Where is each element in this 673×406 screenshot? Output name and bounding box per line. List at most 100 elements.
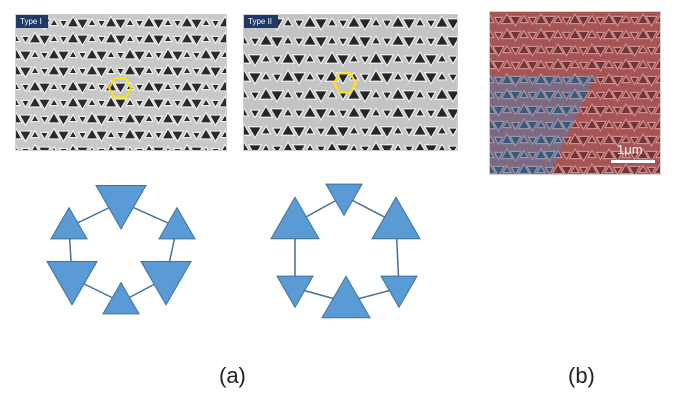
lattice-hole — [637, 104, 649, 114]
lattice-hole — [191, 51, 202, 61]
lattice-hole — [335, 144, 351, 150]
lattice-hole — [94, 114, 109, 127]
lattice-hole — [189, 98, 204, 111]
lattice-hole — [315, 145, 327, 150]
lattice-hole — [534, 147, 548, 160]
lattice-hole — [644, 75, 659, 88]
lattice-hole — [508, 135, 523, 148]
lattice-hole — [535, 44, 547, 54]
lattice-hole — [627, 165, 642, 174]
lattice-hole — [58, 35, 69, 45]
lattice-hole — [244, 106, 250, 117]
lattice-hole — [357, 18, 373, 32]
lattice-hole — [627, 45, 642, 58]
lattice-hole — [445, 36, 457, 50]
lattice-hole — [200, 33, 212, 43]
lattice-hole — [644, 15, 659, 28]
lattice-hole — [569, 119, 581, 129]
lattice-hole — [500, 132, 514, 145]
lattice-hole — [629, 91, 640, 101]
lattice-hole — [113, 146, 128, 150]
lattice-hole — [568, 27, 582, 40]
lattice-hole — [247, 72, 263, 86]
lattice-hole — [637, 164, 649, 174]
lattice-hole — [291, 72, 307, 86]
lattice-hole — [269, 108, 285, 122]
lattice-hole — [527, 91, 538, 101]
lattice-hole — [603, 119, 615, 129]
lattice-hole — [124, 33, 136, 43]
lattice-hole — [20, 83, 31, 93]
lattice-hole — [653, 42, 660, 55]
lattice-hole — [56, 130, 71, 143]
lattice-hole — [493, 91, 504, 101]
lattice-hole — [115, 67, 126, 77]
type-ii-triangle — [321, 275, 371, 319]
lattice-hole — [392, 124, 404, 135]
lattice-hole — [370, 88, 382, 99]
lattice-hole — [629, 151, 640, 161]
lattice-hole — [244, 68, 252, 82]
lattice-hole — [29, 113, 41, 123]
lattice-hole — [337, 19, 349, 30]
type-i-lattice — [16, 15, 226, 150]
lattice-hole — [501, 59, 513, 69]
lattice-hole — [551, 57, 565, 70]
lattice-hole — [151, 82, 166, 95]
lattice-hole — [542, 90, 557, 103]
lattice-hole — [39, 67, 50, 77]
lattice-hole — [525, 105, 540, 118]
lattice-hole — [390, 86, 406, 100]
lattice-hole — [141, 79, 157, 92]
lattice-hole — [291, 126, 307, 140]
lattice-hole — [27, 79, 43, 92]
lattice-hole — [585, 102, 599, 115]
lattice-hole — [576, 15, 591, 28]
lattice-hole — [576, 150, 591, 163]
lattice-hole — [170, 50, 185, 63]
lattice-hole — [18, 66, 33, 79]
lattice-hole — [357, 36, 373, 50]
lattice-hole — [561, 31, 572, 41]
lattice-hole — [269, 36, 285, 50]
lattice-hole — [644, 90, 659, 103]
lattice-hole — [585, 162, 599, 174]
lattice-hole — [508, 150, 523, 163]
lattice-hole — [103, 95, 119, 108]
lattice-hole — [75, 146, 90, 150]
lattice-hole — [447, 145, 457, 150]
lattice-hole — [542, 30, 557, 43]
lattice-hole — [141, 31, 157, 44]
lattice-hole — [65, 79, 81, 92]
lattice-hole — [122, 111, 138, 124]
lattice-hole — [569, 104, 581, 114]
lattice-hole — [20, 35, 31, 45]
lattice-hole — [527, 31, 538, 41]
lattice-hole — [172, 99, 183, 109]
lattice-hole — [559, 120, 574, 133]
lattice-hole — [490, 102, 497, 115]
lattice-hole — [447, 55, 457, 66]
lattice-hole — [517, 57, 531, 70]
lattice-hole — [602, 12, 616, 25]
lattice-hole — [181, 129, 193, 139]
lattice-hole — [258, 32, 274, 46]
lattice-hole — [381, 91, 393, 102]
lattice-hole — [96, 147, 107, 150]
lattice-hole — [595, 136, 606, 146]
lattice-hole — [534, 87, 548, 100]
lattice-hole — [629, 31, 640, 41]
lattice-hole — [271, 127, 283, 138]
lattice-hole — [359, 145, 371, 150]
lattice-hole — [291, 54, 307, 68]
lattice-hole — [244, 34, 250, 45]
lattice-hole — [357, 108, 373, 122]
lattice-hole — [629, 76, 640, 86]
lattice-hole — [20, 147, 31, 150]
lattice-hole — [585, 117, 599, 130]
lattice-hole — [534, 12, 548, 25]
lattice-hole — [77, 115, 88, 125]
lattice-hole — [359, 127, 371, 138]
lattice-hole — [337, 37, 349, 48]
lattice-hole — [534, 132, 548, 145]
